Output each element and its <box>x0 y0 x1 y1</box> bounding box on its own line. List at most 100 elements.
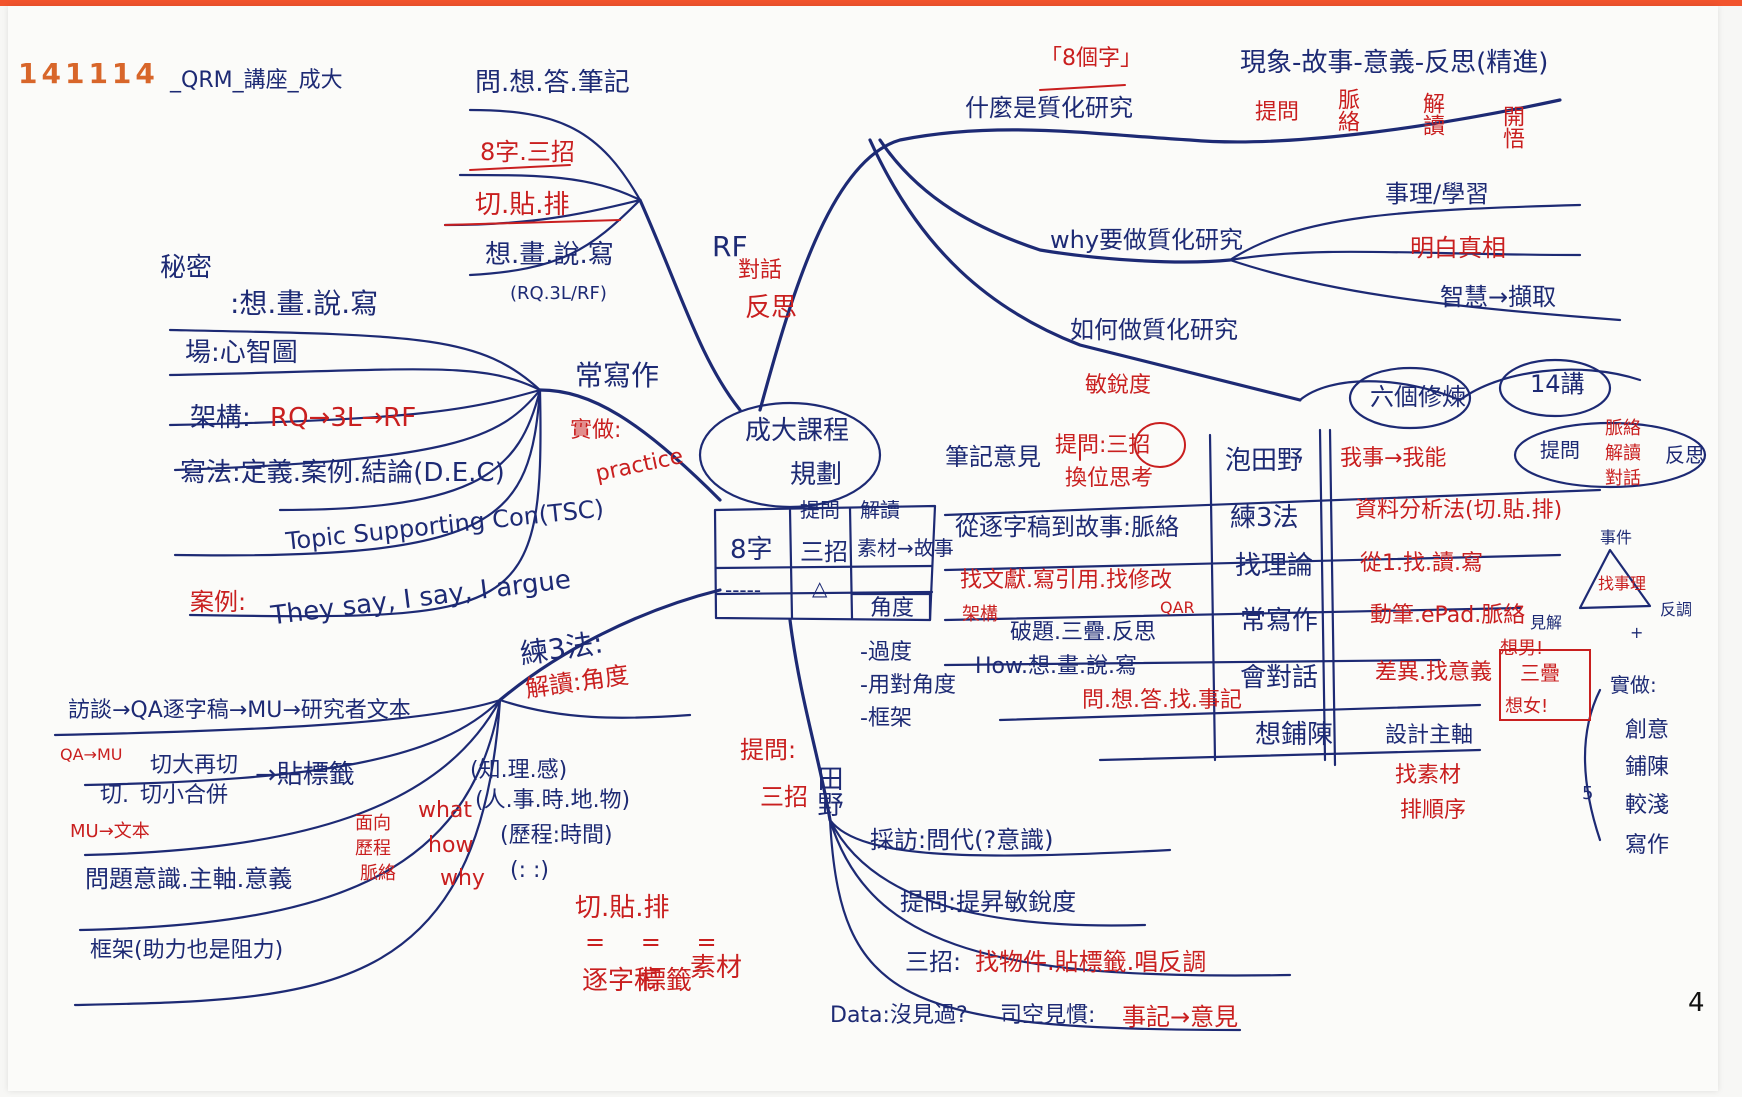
gr-talk: 對話 <box>1605 468 1641 489</box>
gr-practice: 實做: <box>1610 673 1657 697</box>
right-loop <box>1513 421 1707 489</box>
gr-tri-top: 事件 <box>1600 528 1633 547</box>
gr-l3: 架構 <box>962 604 998 625</box>
gr-c2: 資料分析法(切.貼.排) <box>1355 498 1563 523</box>
fr-overdo: -過度 <box>860 640 912 665</box>
gr-dialogue: 會對話 <box>1240 663 1319 693</box>
lx-kind: (知.理.感) <box>470 758 568 783</box>
red-underlines <box>444 84 1186 468</box>
center-cell-3: 三招 <box>800 538 848 566</box>
lx-side: 面向 <box>355 813 391 834</box>
gr-tri-plus: + <box>1630 623 1644 642</box>
lx-paste: →貼標籤 <box>255 760 355 790</box>
hub-branches <box>498 98 1562 822</box>
gr-qar: QAR <box>1160 598 1195 617</box>
gr-tri-center: 找事理 <box>1598 574 1647 593</box>
lx-what: what <box>418 798 473 823</box>
lx-side-2: 歷程 <box>355 838 391 859</box>
center-oval <box>698 401 882 509</box>
right-oval <box>1348 366 1472 430</box>
rt-how-qr: 如何做質化研究 <box>1070 316 1238 344</box>
gr-c4: 動筆.ePad.脈絡 <box>1370 603 1526 628</box>
tl-rq: (RQ.3L/RF) <box>510 283 607 304</box>
qt-material: 素材 <box>690 953 743 983</box>
cw-practice-label: 實做: <box>570 418 622 443</box>
rt-b1: 事理/學習 <box>1385 180 1490 208</box>
gr-l4: 問.想.答.找.事記 <box>1082 688 1242 713</box>
gr-five: 5 <box>1582 783 1594 804</box>
right-grid-lines <box>943 428 1602 767</box>
center-header-r: 解讀 <box>860 498 900 522</box>
gr-c6: 設計主軸 <box>1385 723 1474 748</box>
rt-question-three: 提問:三招 <box>1055 433 1151 458</box>
lx-cut-2: 切小合併 <box>140 783 229 808</box>
gr-interpret: 解讀 <box>1605 443 1641 464</box>
rt-q2: 脈絡 <box>1334 88 1359 132</box>
rt-q3: 解讀 <box>1419 92 1444 136</box>
mindmap-sheet <box>8 6 1718 1091</box>
lx-cut: 切. <box>100 783 129 808</box>
qt-transcript: 逐字稿 <box>582 966 661 996</box>
fd-data-3: 事記→意見 <box>1122 1003 1239 1031</box>
right-triangle <box>1578 548 1652 610</box>
secret-structure: 架構: <box>190 403 251 433</box>
rt-six: 六個修煉 <box>1370 383 1466 411</box>
lx-how: how <box>428 833 474 858</box>
gr-write: 寫作 <box>1625 833 1670 858</box>
fd-sharpen: 提問:提昇敏銳度 <box>900 888 1077 916</box>
fd-data: Data:沒見過? <box>830 1003 968 1028</box>
lx-mu-text: MU→文本 <box>70 821 150 842</box>
fd-label: 田野 <box>813 765 843 817</box>
secret-branch-lines <box>168 328 542 618</box>
field-branch-lines <box>828 818 1292 1032</box>
center-angle: 角度 <box>870 596 915 621</box>
lx-what-list: (人.事.時.地.物) <box>475 788 631 813</box>
header-code: 141114 <box>18 57 159 90</box>
rt-sharp: 敏銳度 <box>1085 373 1152 398</box>
tl-cut-paste: 切.貼.排 <box>475 190 570 220</box>
red-box <box>1499 649 1591 721</box>
gr-c5: 差異.找意義 <box>1375 660 1492 685</box>
gr-big-f: 想女! <box>1505 696 1549 717</box>
gr-context: 脈絡 <box>1605 418 1641 439</box>
lx-interview: 訪談→QA逐字稿→MU→研究者文本 <box>68 698 411 723</box>
tl-think-draw: 想.畫.說.寫 <box>485 240 614 270</box>
qt-title: 切.貼.排 <box>575 893 670 923</box>
gr-writing: 常寫作 <box>1240 606 1319 636</box>
rf-reflect: 反思 <box>745 293 798 323</box>
fr-frame: -框架 <box>860 706 912 731</box>
center-cell-8: 8字 <box>730 535 773 565</box>
lx-side-3: 脈絡 <box>360 863 396 884</box>
center-triangle: △ <box>812 576 828 600</box>
center-subtitle: 規劃 <box>790 460 843 490</box>
fd-three: 三招 <box>760 783 808 811</box>
lx-branch-lines <box>53 698 692 1007</box>
gr-l2: 找文獻.寫引用.找修改 <box>960 568 1172 593</box>
fd-interview: 採訪:問代(?意識) <box>870 826 1054 854</box>
qt-tag: 標籤 <box>640 966 693 996</box>
center-header-q: 提問 <box>800 498 840 522</box>
secret-case-label: 案例: <box>190 588 247 616</box>
gr-layout: 鋪陳 <box>1625 755 1670 780</box>
gr-l1: 從逐字稿到故事:脈絡 <box>955 513 1180 541</box>
tl-title: 問.想.答.筆記 <box>475 68 630 98</box>
fd-three-items: 找物件.貼標籤.唱反調 <box>975 948 1207 976</box>
lx-why-list: (: :) <box>510 858 549 883</box>
rt-q4: 開悟 <box>1499 105 1524 149</box>
cw-label: 常寫作 <box>575 359 660 392</box>
fd-three-label: 三招: <box>905 948 962 976</box>
rf-label: RF <box>712 230 748 263</box>
secret-structure-red: RQ→3L→RF <box>270 403 417 433</box>
fd-question: 提問: <box>740 736 797 764</box>
gr-l3c: How.想.畫.說.寫 <box>975 654 1137 679</box>
rt-q1: 提問 <box>1255 100 1300 125</box>
lx-cut-1: 切大再切 <box>150 753 239 778</box>
gr-creative: 創意 <box>1625 718 1670 743</box>
gr-theory: 找理論 <box>1235 551 1314 581</box>
rt-b3: 智慧→擷取 <box>1440 283 1557 311</box>
fr-angle: -用對角度 <box>860 673 956 698</box>
page-number: 4 <box>1688 988 1705 1018</box>
gr-c3: 從1.找.讀.寫 <box>1360 551 1483 576</box>
gr-big-3: 三疊 <box>1520 661 1560 685</box>
